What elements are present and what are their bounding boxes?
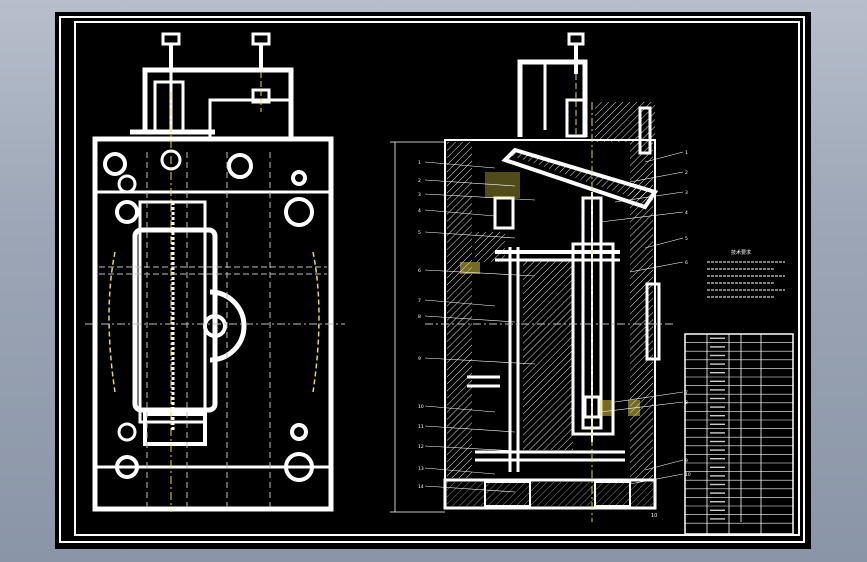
callout-label-right: 9 bbox=[685, 458, 688, 464]
technical-notes: 技术要求 bbox=[707, 249, 785, 298]
notes-title: 技术要求 bbox=[731, 249, 751, 256]
callout-label-left: 14 bbox=[418, 484, 424, 490]
callout-label-left: 3 bbox=[418, 192, 421, 198]
callout-label-right: 3 bbox=[685, 190, 688, 196]
right-view bbox=[390, 32, 675, 522]
callout-label-right: 1 bbox=[685, 150, 688, 156]
callout-label-left: 7 bbox=[418, 298, 421, 304]
inner-frame bbox=[74, 21, 800, 536]
callout-label-right: 2 bbox=[685, 170, 688, 176]
callout-label-left: 12 bbox=[418, 444, 424, 450]
callout-label-right: 6 bbox=[685, 260, 688, 266]
left-view bbox=[85, 32, 345, 512]
callout-label-left: 4 bbox=[418, 208, 421, 214]
callout-label-left: 9 bbox=[418, 356, 421, 362]
callout-label-left: 11 bbox=[418, 424, 424, 430]
outer-frame bbox=[59, 16, 805, 543]
callout-label-left: 10 bbox=[418, 404, 424, 410]
title-block: 10 bbox=[651, 333, 794, 535]
callout-label-left: 13 bbox=[418, 466, 424, 472]
callout-label-left: 8 bbox=[418, 314, 421, 320]
callout-label-left: 5 bbox=[418, 230, 421, 236]
callout-label-left: 6 bbox=[418, 268, 421, 274]
callout-label-right: 4 bbox=[685, 210, 688, 216]
callout-label-right: 10 bbox=[685, 472, 691, 478]
callout-label-left: 1 bbox=[418, 160, 421, 166]
callout-label-right: 5 bbox=[685, 236, 688, 242]
callout-label-left: 2 bbox=[418, 178, 421, 184]
callout-label-right: 7 bbox=[685, 390, 688, 396]
title-block-bottom-label: 10 bbox=[651, 513, 657, 519]
